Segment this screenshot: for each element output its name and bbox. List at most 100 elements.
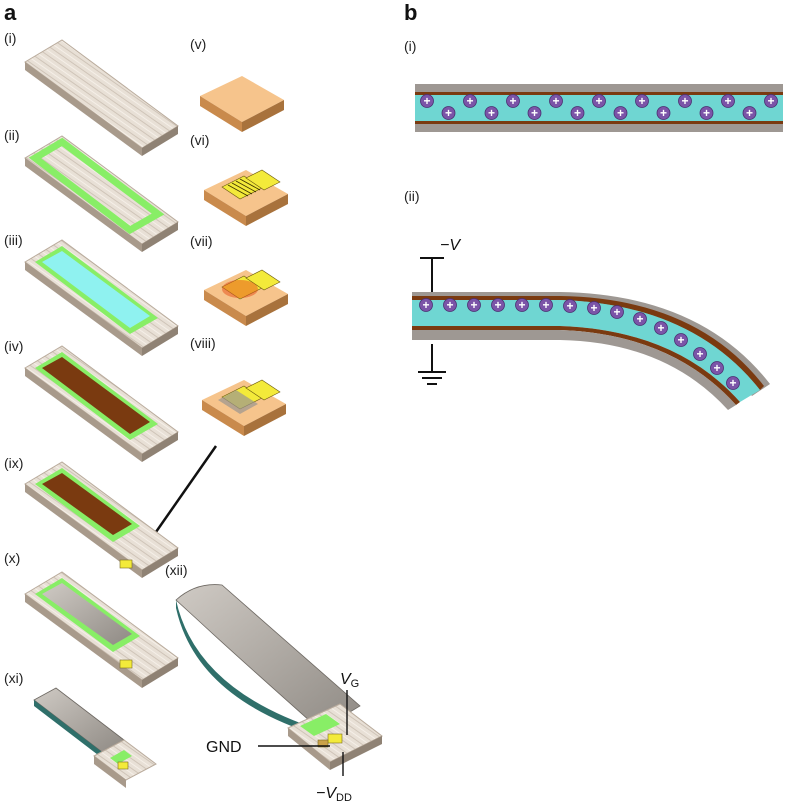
cation-sign: + — [590, 301, 597, 315]
cation-sign: + — [445, 106, 452, 120]
cation-icon — [635, 94, 649, 108]
cation-icon — [656, 106, 671, 120]
cation-icon — [721, 94, 735, 108]
chip-vii-channel — [204, 269, 288, 326]
strip-ix-assembled — [24, 461, 179, 578]
step-label-xi: (xi) — [4, 670, 24, 686]
cation-sign: + — [724, 94, 731, 108]
step-label-viii: (viii) — [190, 335, 216, 351]
cation-sign: + — [518, 298, 525, 312]
cation-sign: + — [470, 298, 477, 312]
cation-sign: + — [552, 94, 559, 108]
step-label-vi: (vi) — [190, 132, 210, 148]
step-label-x: (x) — [4, 550, 21, 566]
cation-sign: + — [423, 94, 430, 108]
cation-icon — [587, 301, 601, 315]
cation-icon — [699, 106, 714, 120]
strip-i-fabric — [24, 39, 179, 156]
cation-icon — [441, 106, 456, 120]
gnd-label: GND — [206, 739, 242, 756]
step-label-ii: (ii) — [4, 127, 20, 143]
cation-icon — [592, 94, 606, 108]
cation-sign: + — [494, 298, 501, 312]
voltage-source — [420, 257, 444, 372]
cation-sign: + — [767, 94, 774, 108]
cation-icon — [419, 298, 433, 312]
cation-sign: + — [531, 106, 538, 120]
cation-icon — [654, 321, 668, 335]
cation-icon — [610, 305, 624, 319]
cation-icon — [484, 106, 499, 120]
chip-viii-gate — [202, 379, 286, 436]
vg-label: VG — [340, 671, 359, 690]
cation-icon — [633, 312, 647, 326]
strip-iv-brown-layer — [24, 345, 179, 462]
panel-b-ii-ions: +++++++++++++++ — [419, 298, 740, 390]
cation-sign: + — [466, 94, 473, 108]
cation-sign: + — [488, 106, 495, 120]
cation-icon — [463, 94, 477, 108]
cation-icon — [491, 298, 505, 312]
panel-b-letter: b — [404, 0, 418, 25]
cation-sign: + — [595, 94, 602, 108]
label-leader-lines — [258, 690, 348, 776]
chip-vi-electrodes — [204, 169, 288, 226]
panel-b-ii-bent-stack — [412, 292, 770, 410]
cation-icon — [467, 298, 481, 312]
cation-icon — [515, 298, 529, 312]
cation-sign: + — [746, 106, 753, 120]
panel-b-step-label-ii: (ii) — [404, 188, 420, 204]
step-label-iii: (iii) — [4, 232, 23, 248]
panel-a-letter: a — [4, 0, 17, 25]
cation-sign: + — [566, 299, 573, 313]
cation-icon — [678, 94, 692, 108]
voltage-label: −V — [440, 237, 461, 254]
step-label-v: (v) — [190, 36, 207, 52]
cation-sign: + — [677, 333, 684, 347]
cation-icon — [742, 106, 757, 120]
vdd-label: −VDD — [316, 785, 352, 804]
cation-sign: + — [713, 361, 720, 375]
cation-sign: + — [660, 106, 667, 120]
cation-icon — [563, 299, 577, 313]
panel-b-i-straight-stack — [415, 84, 783, 132]
cation-sign: + — [638, 94, 645, 108]
strip-x-gray-top — [24, 571, 179, 688]
cation-icon — [570, 106, 585, 120]
panel-b-i-ions: +++++++++++++++++ — [420, 94, 778, 120]
cation-sign: + — [574, 106, 581, 120]
step-label-xii: (xii) — [165, 562, 188, 578]
cation-icon — [549, 94, 563, 108]
cation-icon — [764, 94, 778, 108]
cation-icon — [506, 94, 520, 108]
strip-ii-green-frame — [24, 135, 179, 252]
cation-sign: + — [422, 298, 429, 312]
cation-sign: + — [729, 376, 736, 390]
strip-iii-cyan-layer — [24, 239, 179, 356]
cation-icon — [693, 347, 707, 361]
cation-sign: + — [657, 321, 664, 335]
panel-b-step-label-i: (i) — [404, 38, 417, 54]
device-xii-bent — [175, 584, 383, 770]
step-label-iv: (iv) — [4, 338, 24, 354]
cation-sign: + — [613, 305, 620, 319]
cation-icon — [674, 333, 688, 347]
step-label-ix: (ix) — [4, 455, 24, 471]
step-label-i: (i) — [4, 30, 17, 46]
cation-icon — [443, 298, 457, 312]
cation-icon — [539, 298, 553, 312]
step-label-vii: (vii) — [190, 233, 213, 249]
cation-sign: + — [509, 94, 516, 108]
strip-xi-device — [33, 687, 157, 788]
cation-sign: + — [542, 298, 549, 312]
cation-sign: + — [446, 298, 453, 312]
ground-icon — [418, 371, 446, 385]
cation-icon — [420, 94, 434, 108]
cation-icon — [613, 106, 628, 120]
cation-sign: + — [703, 106, 710, 120]
cation-icon — [527, 106, 542, 120]
cation-icon — [726, 376, 740, 390]
cation-sign: + — [681, 94, 688, 108]
chip-v-substrate — [200, 76, 284, 132]
